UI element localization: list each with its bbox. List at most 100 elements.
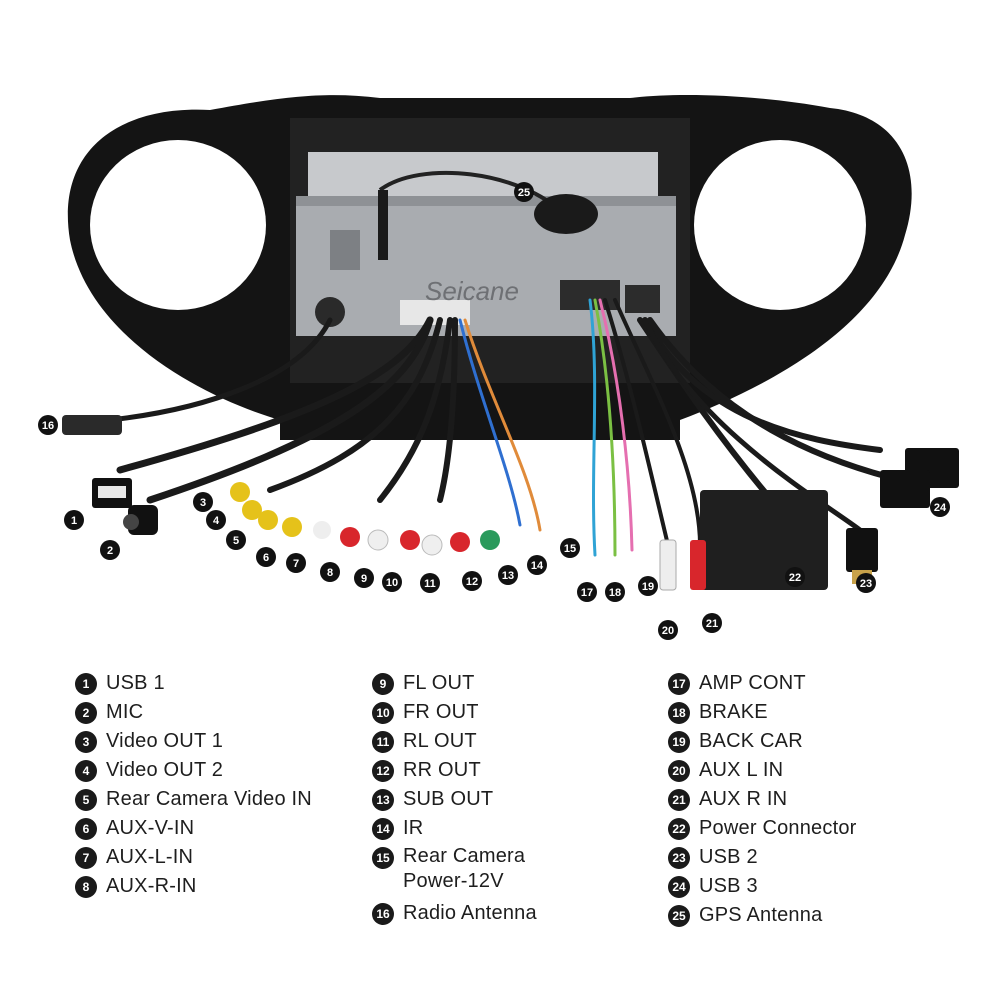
connectors	[62, 415, 959, 591]
legend-label: BRAKE	[699, 701, 768, 723]
callout-10: 10	[382, 572, 402, 592]
callout-13: 13	[498, 565, 518, 585]
callout-12: 12	[462, 571, 482, 591]
legend-item: 21 AUX R IN	[668, 786, 857, 815]
legend-number: 5	[75, 789, 97, 811]
callout-21-label: 21	[706, 618, 718, 630]
callout-4: 4	[206, 510, 226, 530]
legend-item: 24 USB 3	[668, 873, 857, 902]
callout-3-label: 3	[200, 497, 206, 509]
rca-red	[340, 527, 470, 552]
legend-number: 21	[668, 789, 690, 811]
legend-label: RL OUT	[403, 730, 477, 752]
legend-item: 18 BRAKE	[668, 699, 857, 728]
legend-label: FR OUT	[403, 701, 479, 723]
callout-17: 17	[577, 582, 597, 602]
callout-11: 11	[420, 573, 440, 593]
legend-label: Video OUT 1	[106, 730, 224, 752]
legend-number: 10	[372, 702, 394, 724]
legend-number: 19	[668, 731, 690, 753]
callout-14: 14	[527, 555, 547, 575]
legend-number: 17	[668, 673, 690, 695]
callout-24: 24	[930, 497, 950, 517]
legend-label: Video OUT 2	[106, 759, 224, 781]
legend-number: 3	[75, 731, 97, 753]
callout-16: 16	[38, 415, 58, 435]
legend-number: 13	[372, 789, 394, 811]
callout-17-label: 17	[581, 587, 593, 599]
legend-label: USB 3	[699, 875, 758, 897]
legend-item: 4 Video OUT 2	[75, 757, 312, 786]
callout-7: 7	[286, 553, 306, 573]
legend-number: 9	[372, 673, 394, 695]
legend-label: AUX-L-IN	[106, 846, 194, 868]
legend-number: 20	[668, 760, 690, 782]
legend-item: 1 USB 1	[75, 670, 312, 699]
legend-label: SUB OUT	[403, 788, 494, 810]
legend-number: 11	[372, 731, 394, 753]
rca-yellow	[230, 482, 302, 537]
legend-number: 25	[668, 905, 690, 927]
legend-item: 17 AMP CONT	[668, 670, 857, 699]
legend-number: 23	[668, 847, 690, 869]
legend-number: 22	[668, 818, 690, 840]
legend-label: Rear Camera Video IN	[106, 788, 312, 810]
legend-number: 4	[75, 760, 97, 782]
callout-18-label: 18	[609, 587, 621, 599]
callout-2-label: 2	[107, 545, 113, 557]
legend-label: AUX L IN	[699, 759, 784, 781]
legend-number: 14	[372, 818, 394, 840]
callout-10-label: 10	[386, 577, 398, 589]
legend-label: AUX R IN	[699, 788, 788, 810]
gps-antenna	[378, 170, 598, 260]
callout-21: 21	[702, 613, 722, 633]
legend-number: 18	[668, 702, 690, 724]
legend-label: AUX-V-IN	[106, 817, 195, 839]
callout-2: 2	[100, 540, 120, 560]
callout-9-label: 9	[361, 573, 367, 585]
legend-item: 14 IR	[372, 815, 537, 844]
callout-5: 5	[226, 530, 246, 550]
legend-number: 1	[75, 673, 97, 695]
legend-label: Rear Camera Power-12V	[403, 845, 526, 892]
legend-label: AUX-R-IN	[106, 875, 197, 897]
callout-11-label: 11	[424, 578, 436, 590]
callout-badges: 1 2 3 4 5 6 7 8 9 10 11 12 13 14 15 16 1…	[38, 182, 950, 640]
callout-15: 15	[560, 538, 580, 558]
legend-number: 2	[75, 702, 97, 724]
rca-white	[367, 529, 443, 556]
legend-label: IR	[403, 817, 424, 839]
callout-7-label: 7	[293, 558, 299, 570]
legend-number: 24	[668, 876, 690, 898]
callout-24-label: 24	[934, 502, 947, 514]
legend-label: AMP CONT	[699, 672, 806, 694]
callout-5-label: 5	[233, 535, 239, 547]
callout-3: 3	[193, 492, 213, 512]
wiring-diagram: Seicane	[38, 95, 959, 640]
callout-20: 20	[658, 620, 678, 640]
legend-number: 16	[372, 903, 394, 925]
callout-9: 9	[354, 568, 374, 588]
head-unit: Seicane	[296, 152, 676, 336]
legend-item: 13 SUB OUT	[372, 786, 537, 815]
legend-label: USB 2	[699, 846, 758, 868]
legend-label: USB 1	[106, 672, 165, 694]
callout-4-label: 4	[213, 515, 220, 527]
legend-label: Radio Antenna	[403, 902, 537, 924]
legend-number: 12	[372, 760, 394, 782]
callout-1-label: 1	[71, 515, 77, 527]
legend-number: 8	[75, 876, 97, 898]
legend-item: 11 RL OUT	[372, 728, 537, 757]
callout-18: 18	[605, 582, 625, 602]
